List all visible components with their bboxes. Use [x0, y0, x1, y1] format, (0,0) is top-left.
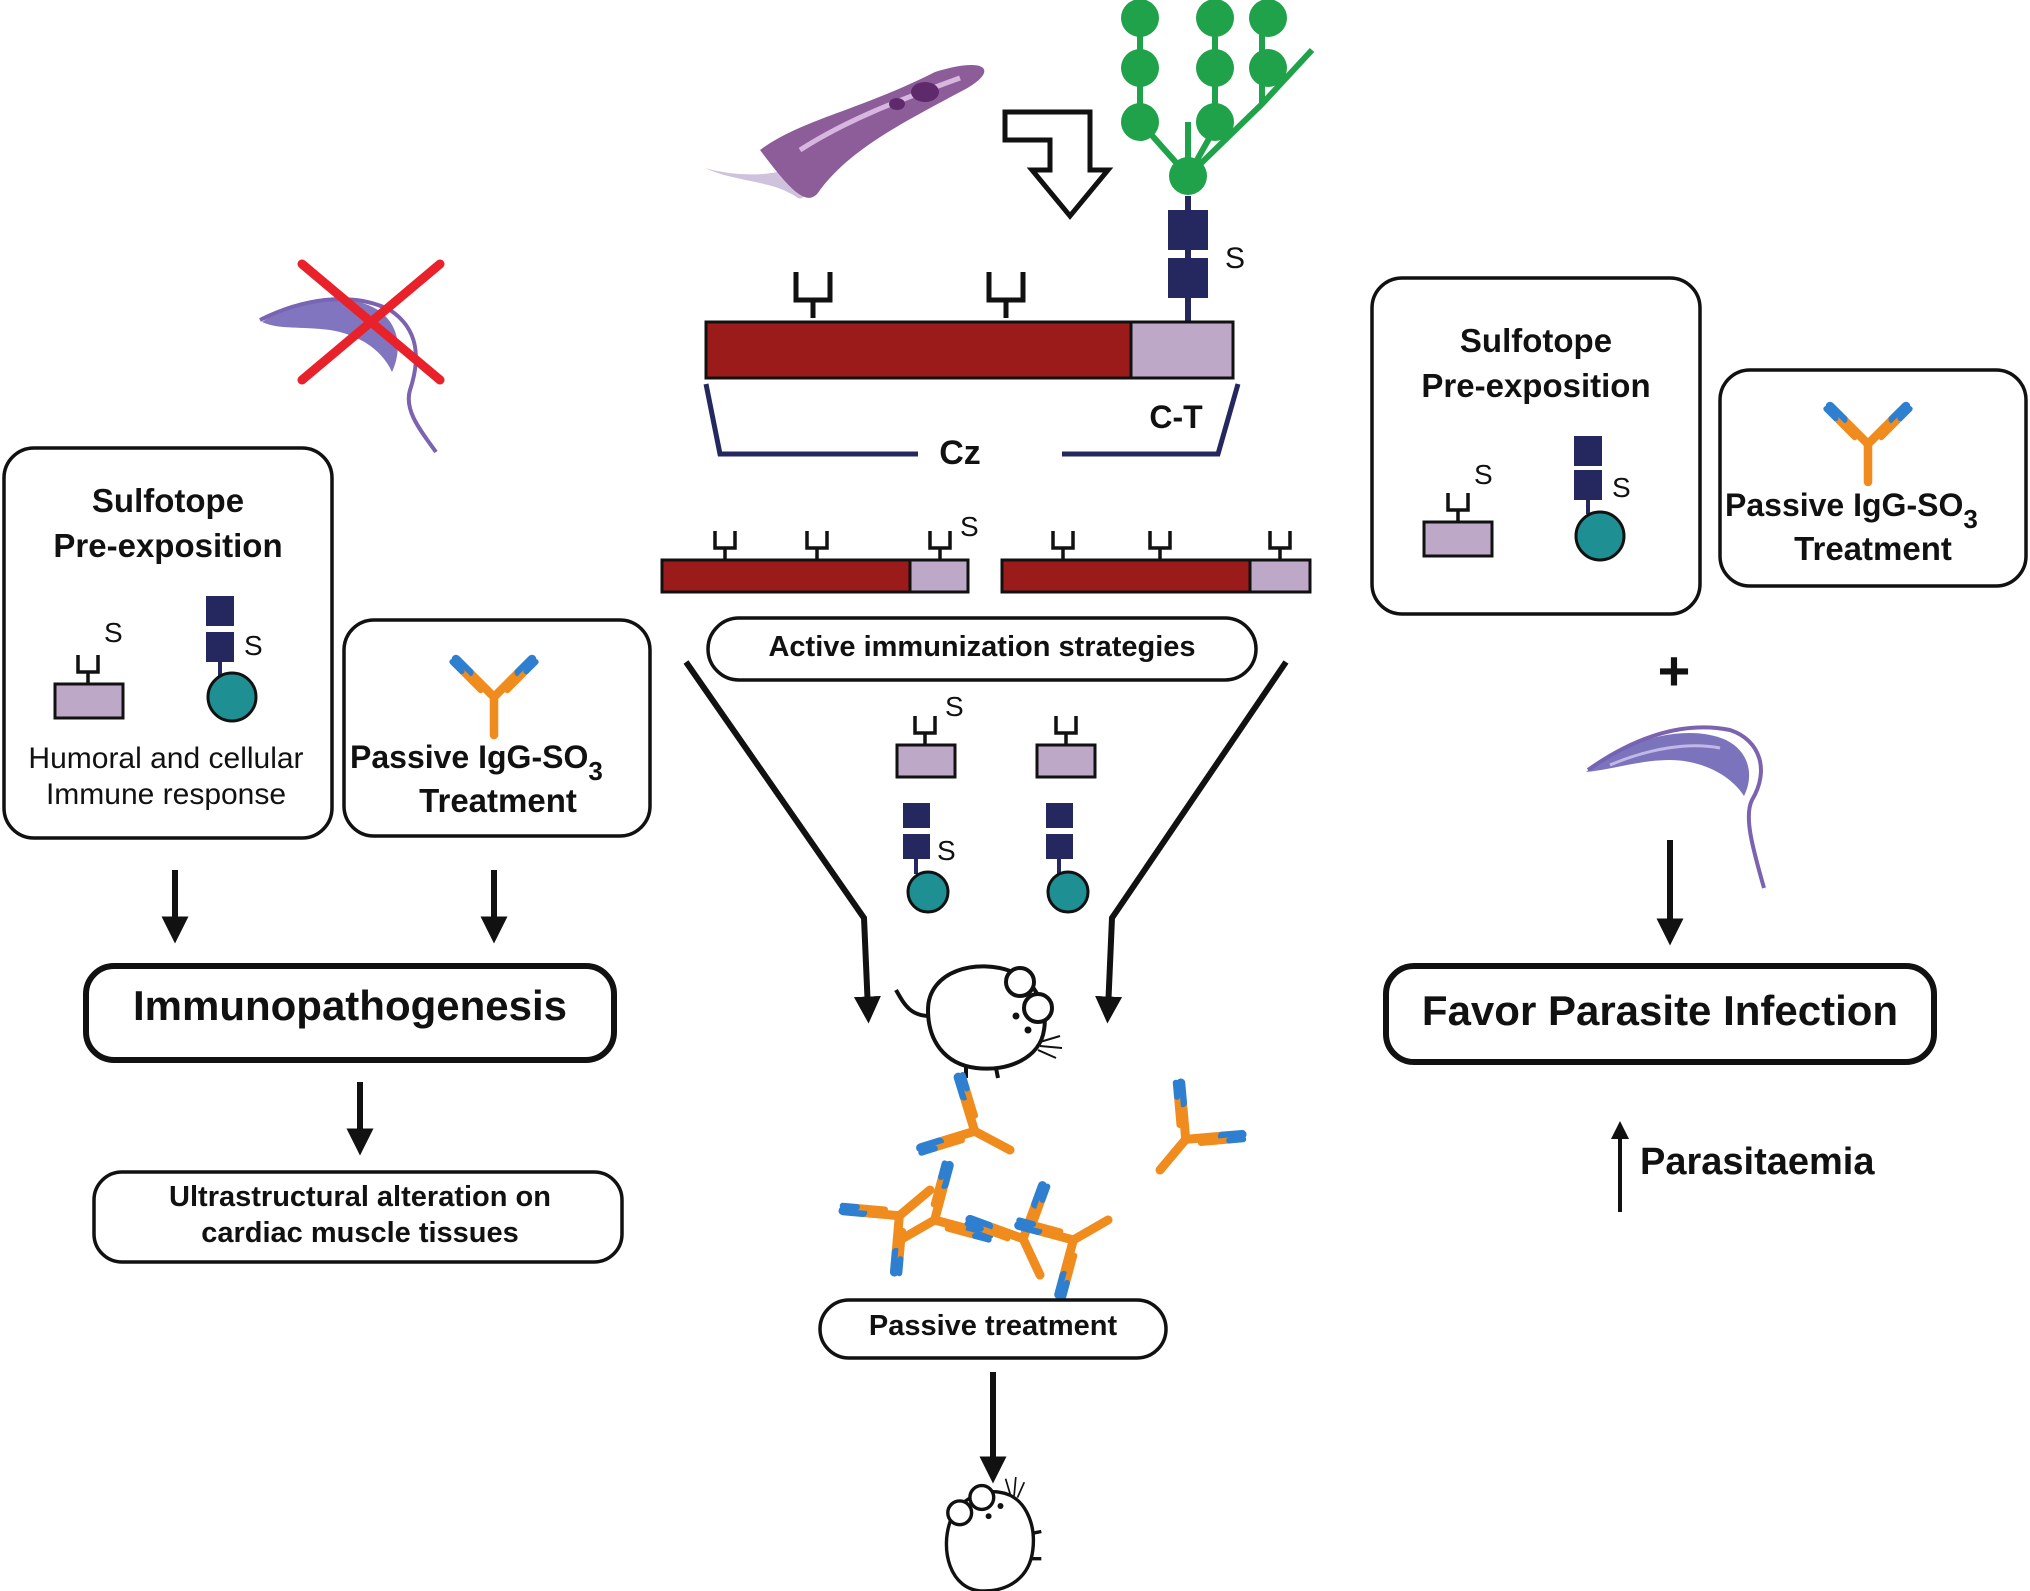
sulfotope-glycan-2 [1046, 803, 1090, 914]
cruzipain-molecule [704, 272, 1235, 380]
passive-treatment-box [818, 1298, 1168, 1360]
right-sulfate-label-1: S [1474, 459, 1493, 490]
favor-infection-box [1383, 963, 1937, 1065]
hollow-down-arrow [1002, 109, 1114, 220]
glycan-tree [1121, 0, 1315, 195]
left-response-line-1: Humoral and cellular [28, 742, 303, 775]
ultrastructural-line-2: cardiac muscle tissues [201, 1217, 519, 1249]
left-response-line-2: Immune response [46, 778, 286, 811]
left-sulfolipid-icon [53, 653, 125, 720]
ultrastructural-line-1: Ultrastructural alteration on [169, 1181, 551, 1213]
right-passive-line-1: Passive IgG-SO3 [1725, 487, 1978, 534]
active-immunization-box [706, 616, 1258, 682]
parasitaemia-label: Parasitaemia [1640, 1141, 1875, 1183]
left-glycan-icon [206, 596, 258, 723]
sulfated-glycan-core [1168, 196, 1208, 322]
funnel-arrow-left [683, 660, 881, 1024]
funnel-arrow-right [1095, 660, 1289, 1024]
right-sulfotope-title-1: Sulfotope [1460, 322, 1612, 359]
sulfate-label-top: S [1225, 242, 1245, 275]
cz-label: Cz [939, 434, 981, 472]
sulfotope-sulfolipid-1 [895, 714, 957, 779]
left-passive-line-2: Treatment [419, 782, 577, 819]
passive-treatment-label: Passive treatment [869, 1310, 1118, 1342]
plus-sign: + [1658, 639, 1691, 702]
left-sulfate-label-2: S [244, 630, 263, 661]
fragment-sulfate-label: S [960, 511, 979, 542]
favor-infection-label: Favor Parasite Infection [1422, 987, 1898, 1034]
left-sulfotope-title-2: Pre-exposition [53, 527, 282, 564]
sulfotope-sulfolipid-2 [1035, 714, 1097, 779]
right-glycan-icon [1574, 436, 1626, 562]
immunopathogenesis-label: Immunopathogenesis [133, 982, 567, 1029]
left-sulfotope-title-1: Sulfotope [92, 482, 244, 519]
trypomastigote-image-top [705, 65, 985, 199]
right-sulfotope-title-2: Pre-exposition [1421, 367, 1650, 404]
right-sulfolipid-icon [1422, 491, 1494, 558]
active-immunization-label: Active immunization strategies [768, 631, 1195, 663]
immunopathogenesis-box [83, 963, 617, 1063]
right-sulfate-label-2: S [1612, 472, 1631, 503]
mouse-treated [944, 1475, 1044, 1591]
antibodies-cluster [840, 1074, 1245, 1299]
center-sulfate-label-2: S [937, 835, 956, 866]
cz-bracket [703, 383, 1241, 457]
mouse-immunized [894, 964, 1064, 1080]
trypomastigote-crossed [259, 259, 445, 454]
cruzipain-fragment-left [660, 529, 970, 594]
left-sulfate-label-1: S [104, 617, 123, 648]
cruzipain-fragment-right [1000, 529, 1312, 594]
ct-label: C-T [1149, 399, 1203, 435]
trypomastigote-right [1586, 725, 1766, 889]
right-passive-line-2: Treatment [1794, 530, 1952, 567]
ultrastructural-box [92, 1170, 624, 1264]
right-passive-box [1718, 368, 2028, 588]
center-sulfate-label-1: S [945, 691, 964, 722]
sulfotope-glycan-1 [903, 803, 950, 914]
left-sulfotope-box [2, 446, 334, 840]
left-passive-line-1: Passive IgG-SO3 [350, 739, 603, 786]
